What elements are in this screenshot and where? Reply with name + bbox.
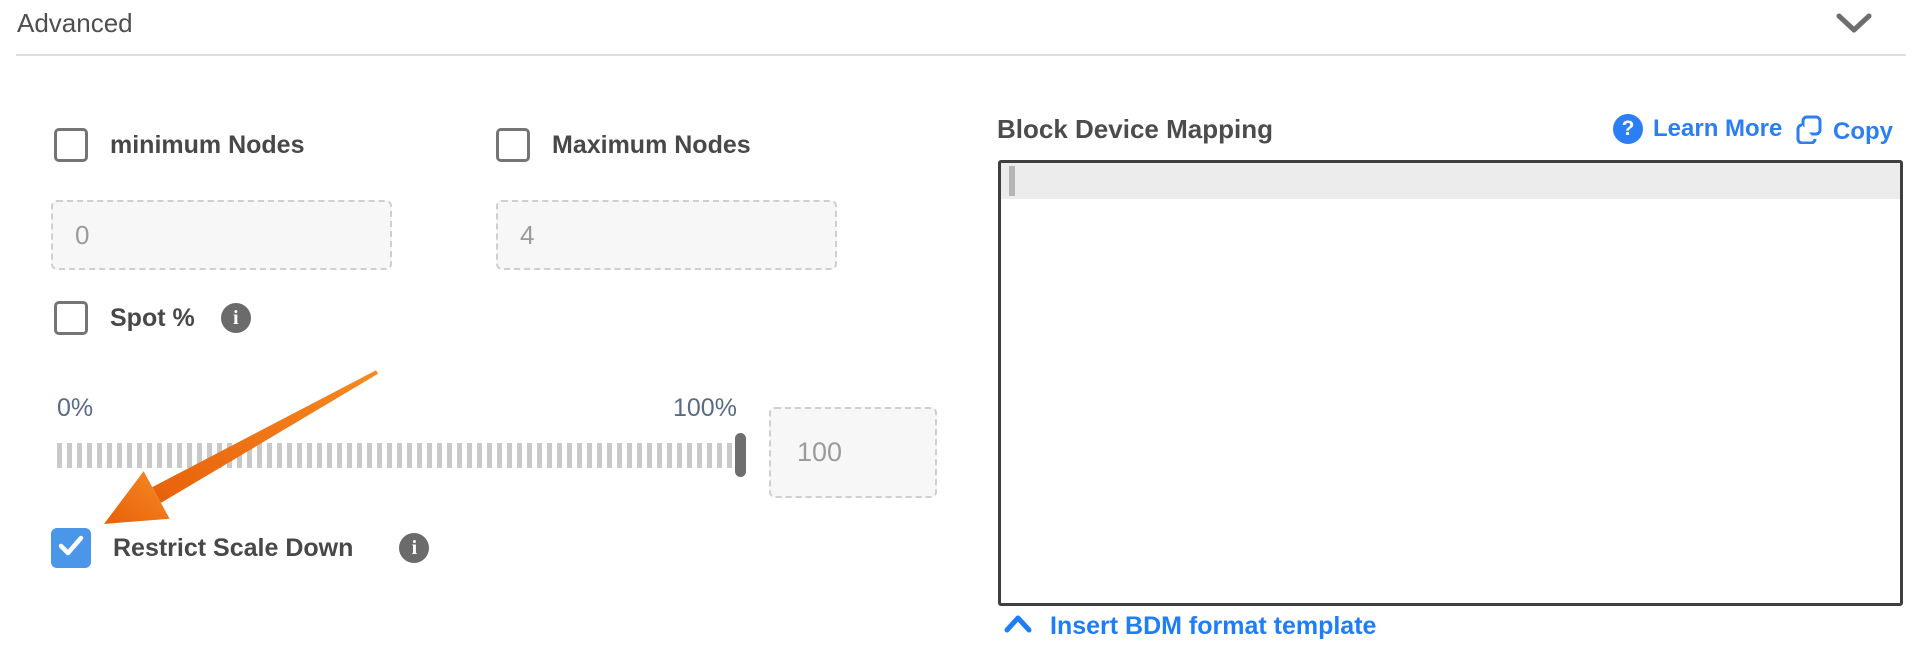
spot-percent-row: Spot % i [54,301,251,335]
section-title-advanced: Advanced [17,8,133,38]
insert-bdm-template-link[interactable]: Insert BDM format template [1004,612,1376,641]
question-mark-icon: ? [1613,114,1643,144]
chevron-down-icon [1836,12,1872,39]
spot-percent-slider-track[interactable] [57,443,739,468]
minimum-nodes-input[interactable] [51,200,392,270]
editor-cursor [1009,166,1015,196]
spot-percent-input[interactable] [769,407,937,498]
learn-more-label: Learn More [1653,115,1783,142]
minimum-nodes-row: minimum Nodes [54,128,304,162]
spot-percent-slider-handle[interactable] [735,433,746,477]
checkmark-icon [58,535,84,562]
restrict-scale-down-label: Restrict Scale Down [113,533,354,562]
maximum-nodes-label: Maximum Nodes [552,130,751,159]
section-divider [16,54,1906,56]
spot-percent-checkbox[interactable] [54,301,88,335]
spot-percent-label: Spot % [110,303,195,332]
maximum-nodes-checkbox[interactable] [496,128,530,162]
bdm-editor-textarea[interactable] [998,160,1903,606]
minimum-nodes-checkbox[interactable] [54,128,88,162]
info-icon[interactable]: i [399,533,430,563]
editor-active-line [1001,163,1900,199]
restrict-scale-down-checkbox[interactable] [51,528,91,568]
bdm-title: Block Device Mapping [997,114,1273,144]
restrict-scale-down-row: Restrict Scale Down i [51,528,430,568]
copy-button[interactable]: Copy [1795,114,1893,149]
chevron-up-icon [1004,614,1032,639]
collapse-section-button[interactable] [1834,10,1874,40]
learn-more-link[interactable]: ? Learn More [1613,114,1782,144]
copy-icon [1795,114,1823,149]
minimum-nodes-label: minimum Nodes [110,130,305,159]
insert-bdm-template-label: Insert BDM format template [1050,612,1377,640]
maximum-nodes-row: Maximum Nodes [496,128,751,162]
slider-min-label: 0% [57,394,94,422]
info-icon[interactable]: i [220,303,251,333]
copy-label: Copy [1833,117,1893,145]
maximum-nodes-input[interactable] [496,200,837,270]
slider-max-label: 100% [673,394,737,422]
